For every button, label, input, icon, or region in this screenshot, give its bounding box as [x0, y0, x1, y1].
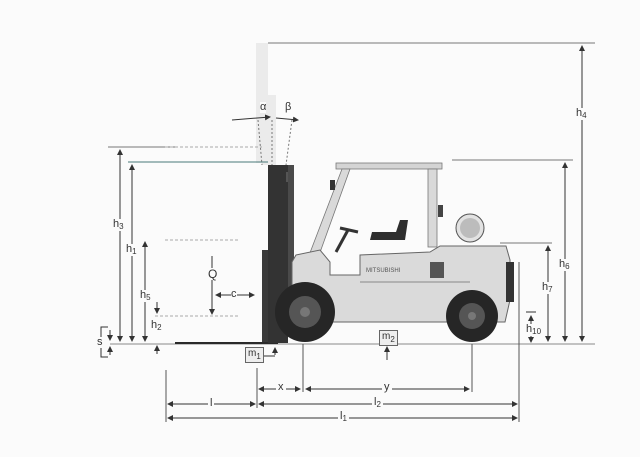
label-l2: l2 — [372, 396, 383, 409]
label-y: y — [382, 381, 392, 393]
label-c: c — [231, 288, 237, 300]
label-l: l — [208, 397, 215, 409]
label-x: x — [276, 381, 286, 393]
label-h5: h5 — [140, 289, 151, 302]
label-m1: m1 — [245, 347, 264, 363]
label-h3: h3 — [113, 218, 124, 231]
label-h1: h1 — [126, 243, 137, 256]
label-h10: h10 — [526, 323, 542, 336]
label-h2: h2 — [151, 319, 162, 332]
alpha-arrow — [231, 114, 271, 121]
counterweight-edge — [506, 262, 514, 302]
label-s: s — [97, 336, 103, 348]
label-h4: h4 — [576, 107, 587, 120]
steering-wheel — [339, 226, 359, 234]
label-l1: l1 — [338, 410, 349, 423]
label-beta: β — [285, 101, 292, 113]
label-m2: m2 — [379, 330, 398, 346]
brand-text: MITSUBISHI — [366, 268, 401, 274]
label-h7: h7 — [542, 281, 553, 294]
seat — [370, 220, 408, 240]
beta-arrow — [275, 116, 299, 123]
label-h6: h6 — [559, 258, 570, 271]
rear-wheel — [446, 290, 498, 342]
body-panel-detail — [430, 262, 444, 278]
front-wheel — [275, 282, 335, 342]
tilt-lines — [257, 119, 293, 166]
label-Q: Q — [208, 267, 218, 281]
overhead-guard — [307, 162, 443, 259]
label-alpha: α — [260, 101, 267, 113]
